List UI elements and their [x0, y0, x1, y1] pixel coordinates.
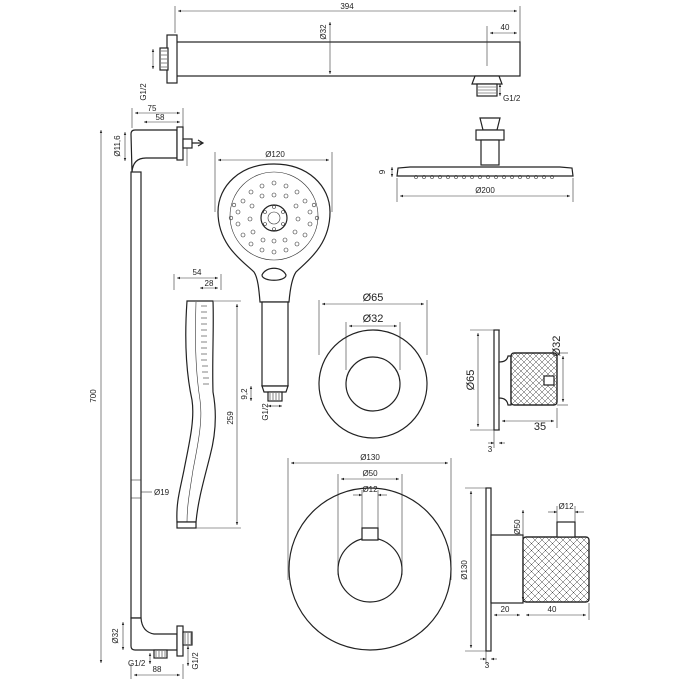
dim-rose2-mid: Ø50: [362, 469, 378, 478]
dim-arm-thread-right: G1/2: [503, 94, 521, 103]
small-rosette-front: Ø65 Ø32: [318, 292, 428, 439]
dim-arm-end: 40: [501, 23, 510, 32]
dim-arm-length: 394: [340, 2, 354, 11]
dim-rose2-side-plate: 3: [485, 661, 490, 670]
dim-rail-tube: Ø19: [154, 488, 170, 497]
dim-hand-length: 259: [226, 411, 235, 425]
hand-shower-side: 54 28 259: [173, 268, 241, 529]
dim-rail-depth-outer: 75: [148, 104, 157, 113]
dim-rail-bottom-dia: Ø32: [111, 628, 120, 644]
large-rosette-side: Ø130 Ø12 Ø50 20 40 3: [460, 487, 590, 670]
dim-head-dia: Ø200: [475, 186, 495, 195]
dim-head-height: 9: [378, 169, 387, 174]
dim-rail-depth-inner: 58: [156, 113, 165, 122]
dim-hand-thread: G1/2: [261, 403, 270, 421]
dim-rose1-side-depth: 35: [534, 421, 546, 433]
dim-hand-side-inner: 28: [205, 279, 214, 288]
slide-rail: 75 58 Ø11,6 700 Ø19 Ø32 G1/2 G1/2 88: [89, 104, 205, 679]
dim-rose2-side-depth: 40: [548, 605, 557, 614]
dim-rose1-side-height: Ø65: [465, 370, 477, 391]
dim-rail-bottom-thread-left: G1/2: [128, 659, 146, 668]
dim-rose1-inner: Ø32: [363, 313, 384, 325]
dim-hand-side-width: 54: [193, 268, 202, 277]
shower-head: 9 Ø200: [378, 117, 574, 202]
dim-rose2-small: Ø12: [362, 485, 378, 494]
dim-rose1-outer: Ø65: [363, 292, 384, 304]
small-rosette-side: Ø65 Ø32 35 3: [465, 329, 568, 454]
shower-arm: 394 G1/2 Ø32 40 G1/2: [139, 2, 521, 103]
dim-rail-bottom-width: 88: [153, 665, 162, 674]
hand-shower-front: Ø120 9,2 G1/2: [214, 150, 333, 421]
dim-rail-length: 700: [89, 389, 98, 403]
dim-rose1-side-plate: 3: [488, 445, 493, 454]
dim-rose2-side-sleeve: 20: [501, 605, 510, 614]
dim-arm-thread-left: G1/2: [139, 83, 148, 101]
dim-arm-tube: Ø32: [319, 24, 328, 40]
dim-hand-dia: Ø120: [265, 150, 285, 159]
large-rosette-front: Ø130 Ø50 Ø12: [287, 453, 452, 651]
dim-rose2-side-knob: Ø50: [513, 519, 522, 535]
dim-rail-top-dia: Ø11,6: [113, 135, 122, 157]
dim-rose2-side-pin: Ø12: [558, 502, 574, 511]
dim-rail-bottom-thread-right: G1/2: [191, 652, 200, 670]
dim-hand-neck: 9,2: [240, 388, 249, 400]
dim-rose1-side-knob: Ø32: [551, 336, 563, 357]
dim-rose2-side-height: Ø130: [460, 560, 469, 580]
dim-rose2-outer: Ø130: [360, 453, 380, 462]
